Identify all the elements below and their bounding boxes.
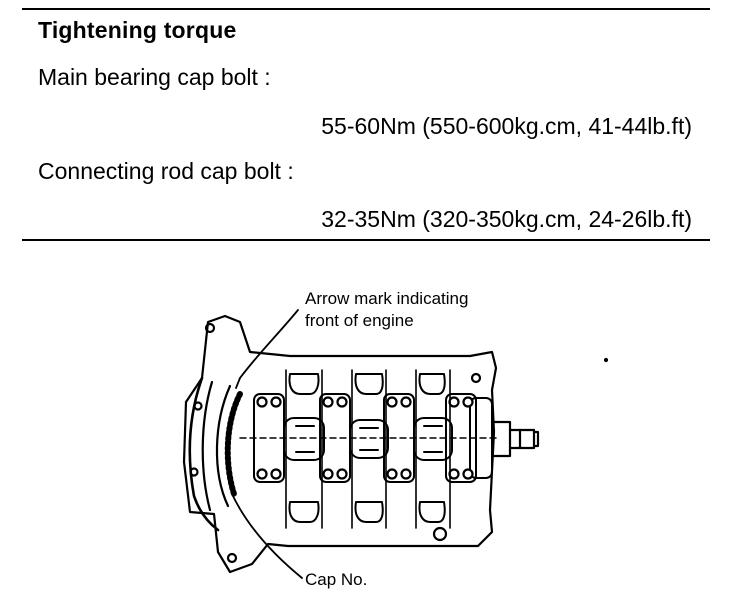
engine-block-figure: Arrow mark indicating front of engine Ca… — [170, 282, 650, 600]
connecting-rod-value: 32-35Nm (320-350kg.cm, 24-26lb.ft) — [321, 206, 692, 232]
bottom-rule — [22, 239, 710, 241]
cap-no-callout: Cap No. — [305, 570, 368, 589]
main-bearing-value: 55-60Nm (550-600kg.cm, 41-44lb.ft) — [321, 113, 692, 139]
top-rule — [22, 8, 710, 10]
spec-heading: Tightening torque — [38, 17, 237, 43]
connecting-rod-label: Connecting rod cap bolt : — [38, 158, 294, 184]
engine-block-illustration — [182, 309, 609, 579]
torque-spec-box: Tightening torque Main bearing cap bolt … — [0, 0, 736, 245]
main-bearing-label: Main bearing cap bolt : — [38, 64, 271, 90]
arrow-mark-callout: Arrow mark indicating front of engine — [305, 288, 468, 332]
arrow-mark-callout-line2: front of engine — [305, 311, 414, 330]
arrow-mark-callout-line1: Arrow mark indicating — [305, 289, 469, 308]
